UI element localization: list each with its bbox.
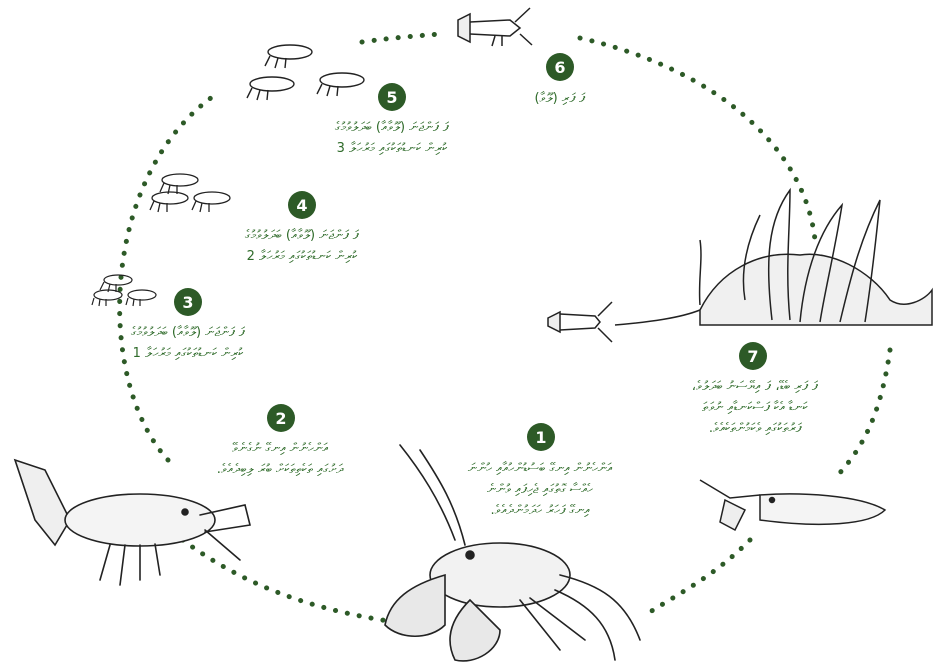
seabed-habitat-icon: [548, 190, 932, 342]
stage-1-line-3: އިނގޭ ފަހަރު ހަދަމުންދެއެވެ.: [430, 500, 650, 521]
stage-1-line-1: އަންހެނުން އިނގޭ ބަސުޑުންހުއާއި ހުންނަ: [430, 458, 650, 479]
stage-7-description: ފަ ފަރި ބެޑޭ، ފަ އިޔޭސަނު ބަދަލުވެ، ކަނޑ…: [630, 376, 880, 439]
stage-5-larvae-icon: [247, 45, 364, 100]
cycle-arc-to-1: [650, 540, 750, 612]
cycle-arc-5-to-6: [362, 34, 440, 42]
stage-2-line-2: ދަށުގައި ތަކެތިތަކަށް ބުރަ ލިބިދެއެވެ.: [170, 459, 390, 480]
svg-text:4: 4: [296, 196, 307, 215]
stage-5-line-1: ފަ ފަންޖަނަ (ލޫވާއާ) ބަދަލުވުމުގެ: [282, 117, 502, 138]
stage-badge-3: 3: [174, 288, 202, 316]
stage-3-description: ފަ ފަންޖަނަ (ލޫވާއާ) ބަދަލުވުމުގެ ކުރިން…: [78, 322, 298, 364]
svg-text:3: 3: [182, 293, 193, 312]
stage-badge-5: 5: [378, 83, 406, 111]
stage-badge-4: 4: [288, 191, 316, 219]
svg-text:6: 6: [554, 58, 565, 77]
stage-3-line-2: ކުރިން ކަނޑުތަކުގައި މަރުހަލާ 1: [78, 343, 298, 364]
stage-6-description: ފަ ފަރި (ލޫވާ): [480, 88, 640, 109]
post-larva-icon: [458, 8, 532, 46]
juvenile-lobster-icon: [700, 480, 885, 530]
stage-1-line-2: ހެއްސާ ގޮތުގައި ޖެހިފައި ވުންނެ: [430, 479, 650, 500]
stage-4-larvae-icon: [150, 174, 230, 212]
stage-badge-2: 2: [267, 404, 295, 432]
stage-1-description: އަންހެނުން އިނގޭ ބަސުޑުންހުއާއި ހުންނަ ހ…: [430, 458, 650, 521]
svg-text:7: 7: [747, 347, 758, 366]
svg-text:2: 2: [275, 409, 286, 428]
cycle-arc-1-to-2: [176, 535, 395, 622]
stage-badge-6: 6: [546, 53, 574, 81]
stage-3-line-1: ފަ ފަންޖަނަ (ލޫވާއާ) ބަދަލުވުމުގެ: [78, 322, 298, 343]
stage-4-description: ފަ ފަންޖަނަ (ލޫވާއާ) ބަދަލުވުމުގެ ކުރިން…: [192, 225, 412, 267]
stage-badge-1: 1: [527, 423, 555, 451]
stage-7-line-3: ފަރުތަކުގައި ވެކަމުންތަކެއެވެ.: [630, 418, 880, 439]
svg-text:5: 5: [386, 88, 397, 107]
svg-text:1: 1: [535, 428, 546, 447]
stage-7-line-1: ފަ ފަރި ބެޑޭ، ފަ އިޔޭސަނު ބަދަލުވެ،: [630, 376, 880, 397]
stage-4-line-2: ކުރިން ކަނޑުތަކުގައި މަރުހަލާ 2: [192, 246, 412, 267]
stage-7-line-2: ކަނޑާ އެކާ ފަސްކަނޑާއި ނުވަތަ: [630, 397, 880, 418]
stage-4-line-1: ފަ ފަންޖަނަ (ލޫވާއާ) ބަދަލުވުމުގެ: [192, 225, 412, 246]
stage-6-line-1: ފަ ފަރި (ލޫވާ): [480, 88, 640, 109]
stage-badge-7: 7: [739, 342, 767, 370]
cycle-arc-2-to-5: [120, 95, 215, 460]
stage-5-line-2: ކުރިން ކަނޑުތަކުގައި މަރުހަލާ 3: [282, 138, 502, 159]
stage-2-description: އަންހެނުން އިނގޭ ނުގެނެވޭ ދަށުގައި ތަކެތ…: [170, 438, 390, 480]
cycle-arc-6-to-7: [580, 38, 815, 240]
stage-5-description: ފަ ފަންޖަނަ (ލޫވާއާ) ބަދަލުވުމުގެ ކުރިން…: [282, 117, 502, 159]
stage-3-larvae-icon: [92, 275, 156, 306]
stage-2-line-1: އަންހެނުން އިނގޭ ނުގެނެވޭ: [170, 438, 390, 459]
